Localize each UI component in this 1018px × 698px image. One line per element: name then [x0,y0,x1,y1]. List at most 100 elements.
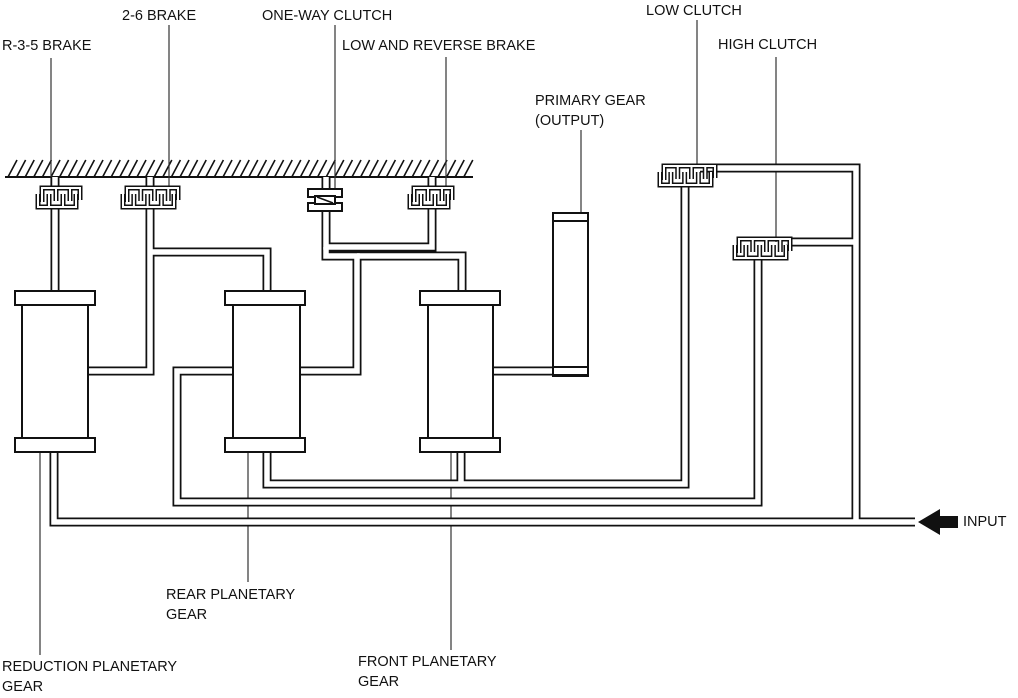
label-one-way-clutch: ONE-WAY CLUTCH [262,8,392,24]
front-planetary-gear [419,290,501,453]
leader-lines [39,20,777,655]
shaft [174,256,761,505]
clutch-plate [413,187,453,202]
hatch-mark [308,159,319,178]
hatch-mark [411,159,422,178]
label-reduction-planetary: REDUCTION PLANETARY [2,659,177,675]
clutch-plate [41,187,81,202]
hatch-mark [58,159,70,178]
hatch-mark [394,159,405,178]
label-2-6-brake: 2-6 BRAKE [122,8,196,24]
clutch-plate [37,194,77,208]
label-reduction-planetary-gear: GEAR [2,679,43,695]
hatch-mark [377,159,388,178]
hatch-mark [205,159,216,178]
hatch-mark [101,159,113,178]
clutch-plate [659,172,712,186]
hatch-mark [50,159,61,178]
hatch-mark [325,159,336,178]
shaft [300,247,362,376]
hatch-mark [291,159,302,178]
clutch-plate [409,194,449,208]
gear-body [427,303,494,440]
brake-2-6-clutch-icon [120,185,181,210]
hatch-mark [7,159,18,178]
hatch-mark [15,159,27,178]
low-reverse-brake-clutch-icon [407,185,455,210]
label-front-planetary-gear: GEAR [358,674,399,690]
hatch-mark [67,159,78,178]
hatch-mark [265,159,276,178]
high-clutch-icon [732,236,793,261]
hatch-mark [93,159,104,178]
hatch-mark [119,159,130,178]
shafts-fill [51,165,915,525]
hatch-mark [136,159,147,178]
primary-gear-body [552,212,589,377]
gear-body [232,303,301,440]
hatch-mark [187,159,199,178]
hatch-mark [445,159,457,178]
gear-flange-bottom [419,437,501,453]
hatch-mark [213,159,225,178]
shaft [321,206,437,252]
hatch-mark [239,159,250,178]
label-r35-brake: R-3-5 BRAKE [2,38,92,54]
shaft [51,451,915,525]
hatch-mark [342,159,354,178]
clutches [35,163,793,261]
gear-flange-top [419,290,501,306]
one-way-sprag-line [316,196,334,204]
hatch-mark [454,159,465,178]
gear-flange-bottom [14,437,96,453]
ground-hatching [7,159,474,178]
hatch-mark [334,159,345,178]
label-low-clutch: LOW CLUTCH [646,3,742,19]
clutch-plate [738,238,791,253]
shaft [264,184,688,487]
hatch-mark [256,159,268,178]
hatch-mark [179,159,190,178]
hatch-mark [76,159,87,178]
hatch-mark [351,159,362,178]
primary-gear [552,212,589,377]
hatch-mark [402,159,414,178]
label-input: INPUT [963,514,1007,530]
hatch-mark [222,159,233,178]
hatch-mark [153,159,164,178]
hatch-mark [282,159,293,178]
gear-flange-top [224,290,306,306]
shaft [88,206,155,376]
input-arrow-icon [918,509,958,535]
hatch-mark [24,159,35,178]
hatch-mark [110,159,121,178]
hatch-mark [84,159,96,178]
shaft [300,247,360,374]
clutch-plate [126,187,179,202]
hatch-mark [170,159,182,178]
hatch-mark [41,159,53,178]
hatch-mark [299,159,311,178]
hatch-mark [368,159,379,178]
one-way-clutch-icon [307,188,343,212]
shaft [357,251,467,292]
hatch-mark [359,159,371,178]
planetary-gears [14,212,589,453]
hatch-mark [463,159,474,178]
gear-flange-bottom [224,437,306,453]
hatch-mark [162,159,173,178]
label-primary-gear-output: (OUTPUT) [535,113,604,129]
hatch-mark [196,159,207,178]
clutch-plate [122,194,175,208]
hatch-mark [144,159,156,178]
rear-planetary-gear [224,290,306,453]
shaft [150,249,270,292]
shaft [357,253,465,292]
shaft [700,163,861,522]
hatch-mark [273,159,285,178]
low-clutch-icon [657,163,718,188]
clutch-plate [663,165,716,180]
label-high-clutch: HIGH CLUTCH [718,37,817,53]
clutch-plate [734,245,787,259]
hatch-mark [316,159,328,178]
